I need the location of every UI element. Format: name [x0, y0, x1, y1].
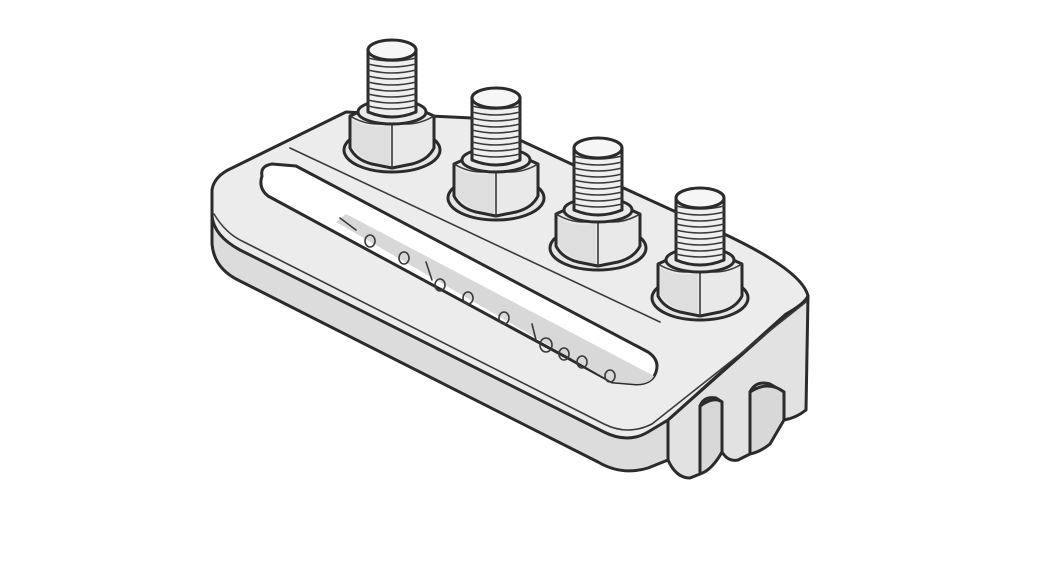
plate-end-face	[666, 294, 810, 480]
bracket-plate	[210, 110, 810, 480]
thread-line	[471, 153, 521, 158]
thread-line	[675, 253, 725, 258]
plate-ridge-line	[289, 147, 661, 323]
slot-divider-3	[531, 323, 537, 341]
channel-notch-left	[698, 398, 724, 476]
slot-hole	[434, 278, 446, 292]
thread-line	[675, 235, 725, 240]
thread-line	[367, 75, 417, 80]
bolt-with-nut	[446, 86, 546, 222]
slot-hole	[539, 337, 553, 353]
thread-line	[675, 247, 725, 252]
bolt-end	[572, 136, 624, 160]
thread-line	[367, 81, 417, 86]
bolt-end	[470, 86, 522, 110]
thread-line	[367, 99, 417, 104]
nut-shade	[660, 268, 698, 314]
thread-line	[573, 191, 623, 196]
thread-line	[675, 229, 725, 234]
thread-line	[675, 217, 725, 222]
thread-line	[471, 129, 521, 134]
thread-line	[573, 161, 623, 166]
bolt-with-nut	[342, 38, 442, 174]
bolt-with-nut	[548, 136, 648, 272]
thread-line	[573, 185, 623, 190]
thread-line	[367, 69, 417, 74]
bolt-group	[342, 38, 750, 322]
thread-line	[675, 211, 725, 216]
bolt-end	[674, 186, 726, 210]
adjustment-slot	[259, 162, 659, 386]
slot-hole	[604, 369, 616, 383]
nut-shade	[456, 168, 494, 214]
bolt-with-nut	[650, 186, 750, 322]
slot-hole	[462, 291, 474, 305]
thread-line	[471, 123, 521, 128]
slot-holes	[364, 234, 616, 383]
channel-notch-right	[748, 384, 786, 456]
slot-divider-1	[339, 217, 357, 231]
thread-line	[675, 223, 725, 228]
bolt-end	[366, 38, 418, 62]
plate-top-face	[210, 110, 810, 440]
slot-hole	[576, 355, 588, 369]
thread-line	[367, 87, 417, 92]
thread-line	[471, 135, 521, 140]
thread-line	[367, 105, 417, 110]
thread-line	[573, 167, 623, 172]
thread-line	[367, 93, 417, 98]
thread-line	[573, 179, 623, 184]
thread-line	[471, 117, 521, 122]
nut-shade	[558, 218, 596, 264]
slot-inner-wall	[336, 214, 654, 384]
slot-divider-2	[425, 261, 433, 281]
slot-hole	[364, 234, 376, 248]
thread-line	[573, 173, 623, 178]
slot-hole	[398, 251, 410, 265]
thread-line	[471, 141, 521, 146]
thread-line	[367, 63, 417, 68]
nut-shade	[352, 120, 390, 166]
slot-hole	[498, 311, 510, 325]
thread-line	[471, 111, 521, 116]
thread-line	[675, 241, 725, 246]
plate-edge-line	[213, 213, 807, 431]
thread-line	[573, 203, 623, 208]
slot-hole	[558, 347, 570, 361]
thread-line	[573, 197, 623, 202]
thread-line	[471, 147, 521, 152]
